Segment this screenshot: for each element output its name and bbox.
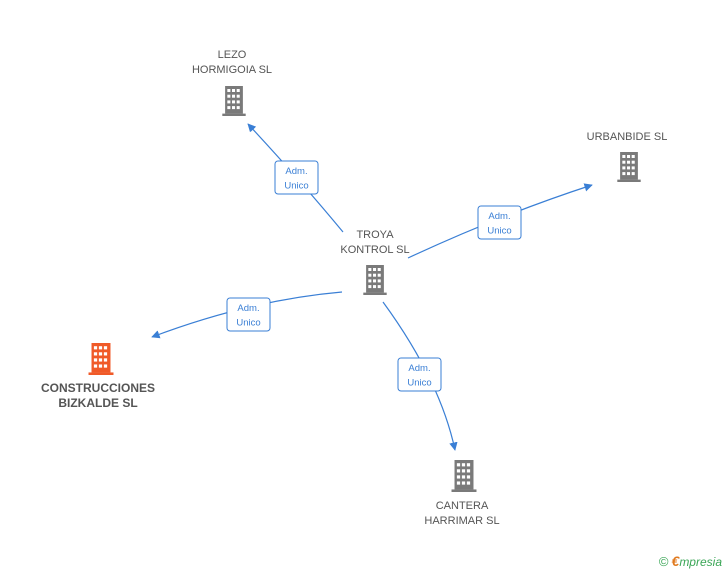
company-name-line: HORMIGOIA SL [192, 64, 272, 76]
relation-label-box[interactable]: Adm. Unico [477, 205, 522, 240]
nodes-layer: TROYA KONTROL SL LEZO HORMIGOIA SL URBANBIDE… [41, 49, 667, 527]
relation-label-box[interactable]: Adm. Unico [226, 297, 271, 332]
company-node-troya[interactable]: TROYA KONTROL SL [340, 229, 410, 295]
relation-label-line: Unico [284, 181, 308, 192]
relation-label-line: Adm. [408, 363, 430, 374]
brand-initial: € [671, 553, 680, 569]
copyright-symbol: © [658, 553, 669, 569]
edge-cantera: Adm. Unico [382, 301, 458, 451]
company-name-line: HARRIMAR SL [424, 515, 499, 527]
relation-label-line: Unico [236, 318, 260, 329]
company-name-line: KONTROL SL [340, 244, 409, 256]
relation-box-frame [226, 297, 271, 332]
relation-box-frame [274, 160, 319, 195]
relation-label-line: Adm. [237, 303, 259, 314]
building-icon [451, 460, 477, 492]
brand-logo: €mpresia [672, 553, 722, 569]
edge-lezo: Adm. Unico [247, 123, 344, 233]
company-node-cantera[interactable]: CANTERA HARRIMAR SL [424, 460, 500, 527]
company-name-line: CONSTRUCCIONES [41, 381, 155, 395]
relation-label-line: Unico [407, 378, 431, 389]
building-icon [222, 86, 246, 116]
building-icon [617, 152, 641, 182]
building-icon [363, 265, 387, 295]
empresia-watermark: © €mpresia [659, 553, 722, 569]
company-node-urbanbide[interactable]: URBANBIDE SL [587, 131, 668, 182]
company-name-line: URBANBIDE SL [587, 131, 668, 143]
relation-label-box[interactable]: Adm. Unico [397, 357, 442, 392]
company-name-line: TROYA [356, 229, 394, 241]
company-name-line: LEZO [218, 49, 247, 61]
edge-construcciones: Adm. Unico [151, 291, 343, 339]
relation-box-frame [397, 357, 442, 392]
edge-urbanbide: Adm. Unico [407, 183, 593, 259]
company-name-line: BIZKALDE SL [58, 396, 137, 410]
relation-label-box[interactable]: Adm. Unico [274, 160, 319, 195]
relation-label-line: Adm. [488, 211, 510, 222]
relation-label-line: Adm. [285, 166, 307, 177]
relation-label-line: Unico [487, 226, 511, 237]
relation-box-frame [477, 205, 522, 240]
brand-name: mpresia [679, 555, 722, 569]
company-name-line: CANTERA [436, 500, 489, 512]
company-node-lezo[interactable]: LEZO HORMIGOIA SL [192, 49, 272, 116]
building-icon [88, 343, 114, 375]
